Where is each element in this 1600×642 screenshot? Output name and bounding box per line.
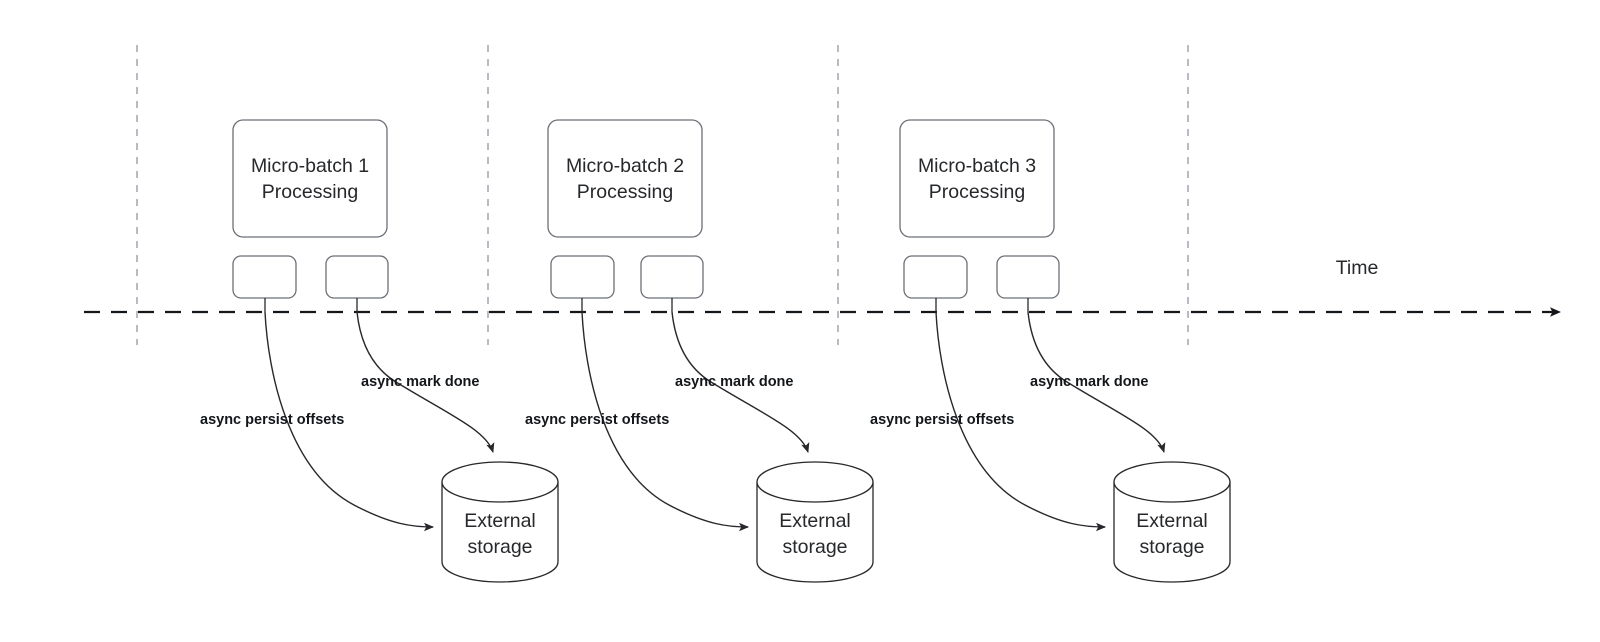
micro-batch-group-1: Micro-batch 1 Processing async persist o… — [200, 119, 559, 583]
async-mark-done-arrow-3 — [1027, 311, 1166, 453]
micro-batch-3-task-box-right[interactable] — [996, 255, 1060, 299]
micro-batch-1-box[interactable] — [232, 119, 388, 238]
micro-batch-2-label-line2: Processing — [577, 181, 673, 203]
external-storage-3-label-line1: External — [1136, 510, 1208, 532]
micro-batch-3-label-line2: Processing — [929, 181, 1025, 203]
async-persist-offsets-arrow-2 — [581, 311, 749, 532]
time-axis-label: Time — [1336, 257, 1379, 279]
async-persist-offsets-label-3: async persist offsets — [870, 412, 1014, 428]
async-persist-offsets-label-1: async persist offsets — [200, 412, 344, 428]
micro-batch-2-label-line1: Micro-batch 2 — [566, 155, 684, 177]
async-persist-offsets-arrow-1 — [264, 311, 434, 532]
time-axis: Time — [84, 257, 1561, 317]
external-storage-1-label-line2: storage — [467, 536, 532, 558]
micro-batch-2-task-box-left[interactable] — [550, 255, 615, 299]
external-storage-2-label-line2: storage — [782, 536, 847, 558]
async-persist-offsets-label-2: async persist offsets — [525, 412, 669, 428]
micro-batch-1-task-box-right[interactable] — [325, 255, 389, 299]
external-storage-cylinder-2[interactable] — [756, 461, 874, 583]
async-mark-done-arrow-1 — [356, 311, 495, 453]
external-storage-cylinder-3[interactable] — [1113, 461, 1231, 583]
external-storage-cylinder-1[interactable] — [441, 461, 559, 583]
micro-batch-3-box[interactable] — [899, 119, 1055, 238]
micro-batch-2-box[interactable] — [547, 119, 703, 238]
async-mark-done-label-3: async mark done — [1030, 374, 1148, 390]
async-persist-offsets-arrow-3 — [935, 311, 1106, 532]
external-storage-1-label-line1: External — [464, 510, 536, 532]
micro-batch-1-label-line2: Processing — [262, 181, 358, 203]
async-mark-done-label-1: async mark done — [361, 374, 479, 390]
micro-batch-2-task-box-right[interactable] — [640, 255, 704, 299]
micro-batch-group-2: Micro-batch 2 Processing async persist o… — [525, 119, 874, 583]
micro-batch-group-3: Micro-batch 3 Processing async persist o… — [870, 119, 1231, 583]
micro-batch-3-task-box-left[interactable] — [903, 255, 968, 299]
micro-batch-1-task-box-left[interactable] — [232, 255, 297, 299]
async-mark-done-label-2: async mark done — [675, 374, 793, 390]
micro-batch-1-label-line1: Micro-batch 1 — [251, 155, 369, 177]
external-storage-2-label-line1: External — [779, 510, 851, 532]
external-storage-3-label-line2: storage — [1139, 536, 1204, 558]
async-mark-done-arrow-2 — [671, 311, 810, 453]
micro-batch-3-label-line1: Micro-batch 3 — [918, 155, 1036, 177]
